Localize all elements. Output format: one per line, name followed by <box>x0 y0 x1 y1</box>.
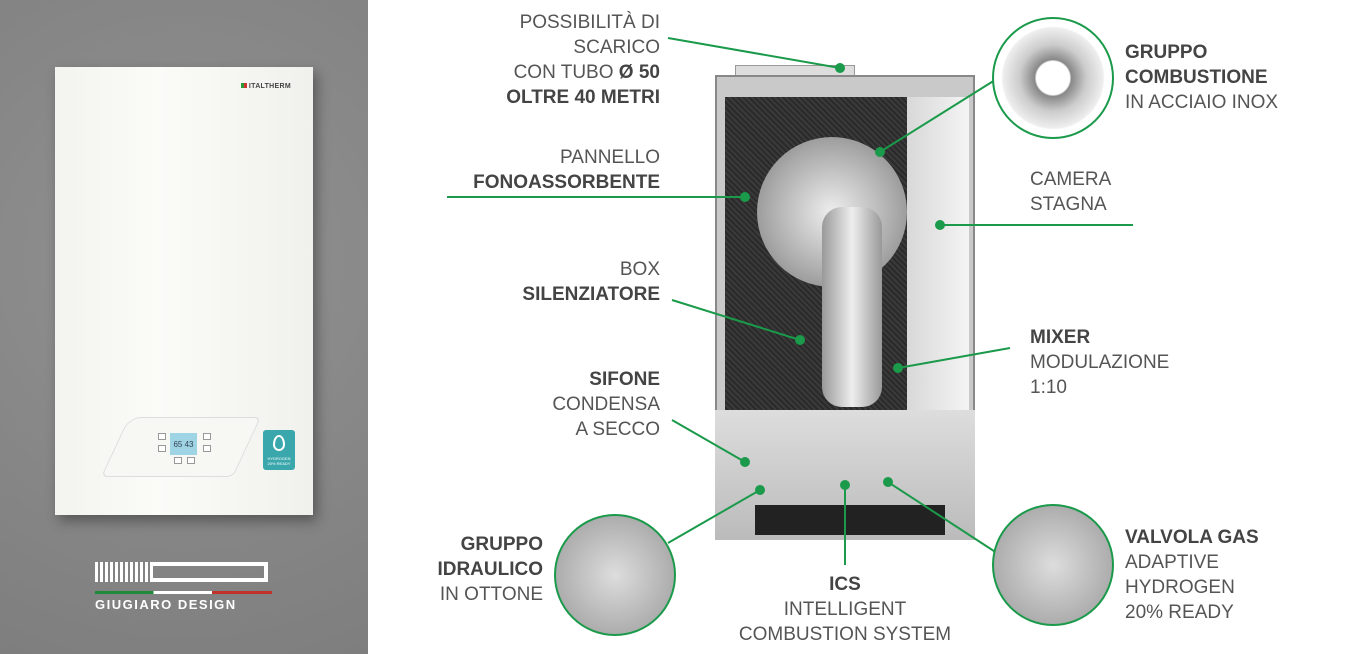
callout-text: ADAPTIVE <box>1125 552 1219 573</box>
control-button <box>158 433 166 440</box>
callout-line <box>879 79 996 153</box>
callout-text: INTELLIGENT <box>783 599 907 620</box>
callout-dot <box>740 457 750 467</box>
callout-text: SCARICO <box>573 37 660 58</box>
callout-text: A SECCO <box>575 419 660 440</box>
callout-text: SIFONE <box>589 369 660 390</box>
callout-dot <box>935 220 945 230</box>
callout-text: GRUPPO <box>460 534 543 555</box>
callout-valvola: VALVOLA GAS ADAPTIVE HYDROGEN 20% READY <box>1125 525 1259 625</box>
callout-line <box>667 37 841 69</box>
hydraulic-group-detail <box>554 514 676 636</box>
callout-dot <box>755 485 765 495</box>
callout-dot <box>795 335 805 345</box>
product-front-panel: ITALTHERM 65 43 HYDROGEN 20% READY GIUGI… <box>0 0 368 654</box>
callout-text: OLTRE 40 METRI <box>506 87 660 108</box>
callout-text: ICS <box>829 574 861 595</box>
power-button <box>174 457 182 464</box>
badge-text: HYDROGEN 20% READY <box>267 456 291 466</box>
combustion-group-detail <box>992 17 1114 139</box>
control-button <box>203 433 211 440</box>
lcd-display: 65 43 <box>170 433 197 455</box>
control-button <box>187 457 195 464</box>
control-button <box>203 445 211 452</box>
callout-line <box>671 419 746 463</box>
display-left: 65 <box>173 440 183 449</box>
callout-text: GRUPPO <box>1125 42 1208 63</box>
callout-text: POSSIBILITÀ DI <box>519 12 660 33</box>
callout-pannello: PANNELLO FONOASSORBENTE <box>473 145 660 195</box>
hydraulic-base <box>755 505 945 535</box>
brand-logo: ITALTHERM <box>240 83 291 90</box>
callout-text: Ø 50 <box>618 62 660 83</box>
hydrogen-badge: HYDROGEN 20% READY <box>263 430 295 470</box>
giugiaro-design-logo: GIUGIARO DESIGN <box>95 562 272 612</box>
callout-idraulico: GRUPPO IDRAULICO IN OTTONE <box>437 532 543 607</box>
callout-text: CONDENSA <box>552 394 660 415</box>
callout-text: VALVOLA GAS <box>1125 527 1259 548</box>
callout-line <box>897 347 1011 369</box>
italian-flag-stripe <box>95 591 272 594</box>
sealed-chamber <box>715 75 975 475</box>
flame-icon <box>273 435 285 451</box>
callout-text: IN ACCIAIO INOX <box>1125 92 1279 113</box>
callout-dot <box>893 363 903 373</box>
callout-dot <box>875 147 885 157</box>
callout-box: BOX SILENZIATORE <box>522 257 660 307</box>
callout-text: BOX <box>619 259 660 280</box>
chamber-side <box>907 97 969 427</box>
callout-text: MODULAZIONE <box>1030 352 1170 373</box>
callout-camera: CAMERA STAGNA <box>1030 167 1111 217</box>
brand-name: ITALTHERM <box>248 83 291 90</box>
callout-dot <box>840 480 850 490</box>
callout-dot <box>740 192 750 202</box>
callout-text: MIXER <box>1030 327 1091 348</box>
callout-text: COMBUSTION SYSTEM <box>738 624 952 645</box>
boiler-internal-image <box>715 65 975 540</box>
callout-text: 1:10 <box>1030 377 1067 398</box>
control-button <box>158 445 166 452</box>
callout-text: 20% READY <box>1125 602 1234 623</box>
callout-line <box>667 489 761 544</box>
burner-arm <box>822 207 882 407</box>
callout-text: CON TUBO <box>513 62 619 83</box>
callout-scarico: POSSIBILITÀ DI SCARICO CON TUBO Ø 50 OLT… <box>506 10 660 110</box>
dg-letters <box>153 562 268 582</box>
callout-line <box>671 299 801 341</box>
callout-ics: ICS INTELLIGENT COMBUSTION SYSTEM <box>705 572 985 647</box>
gas-valve-detail <box>992 504 1114 626</box>
dg-bars <box>95 562 153 582</box>
boiler-front-image: ITALTHERM 65 43 HYDROGEN 20% READY <box>55 67 313 515</box>
callout-text: CAMERA <box>1030 169 1112 190</box>
logo-text: GIUGIARO DESIGN <box>95 597 237 612</box>
callout-dot <box>835 63 845 73</box>
callout-line <box>887 481 1001 556</box>
brand-mark-icon <box>240 83 247 88</box>
callout-text: FONOASSORBENTE <box>473 172 660 193</box>
callout-text: COMBUSTIONE <box>1125 67 1268 88</box>
callout-text: SILENZIATORE <box>522 284 660 305</box>
callout-text: PANNELLO <box>560 147 660 168</box>
callout-text: STAGNA <box>1030 194 1107 215</box>
display-right: 43 <box>184 440 194 449</box>
callout-text: HYDROGEN <box>1125 577 1235 598</box>
callout-combustione: GRUPPO COMBUSTIONE IN ACCIAIO INOX <box>1125 40 1278 115</box>
callout-dot <box>883 477 893 487</box>
callout-text: IN OTTONE <box>439 584 543 605</box>
callout-sifone: SIFONE CONDENSA A SECCO <box>552 367 660 442</box>
callout-text: IDRAULICO <box>437 559 543 580</box>
callout-mixer: MIXER MODULAZIONE 1:10 <box>1030 325 1169 400</box>
